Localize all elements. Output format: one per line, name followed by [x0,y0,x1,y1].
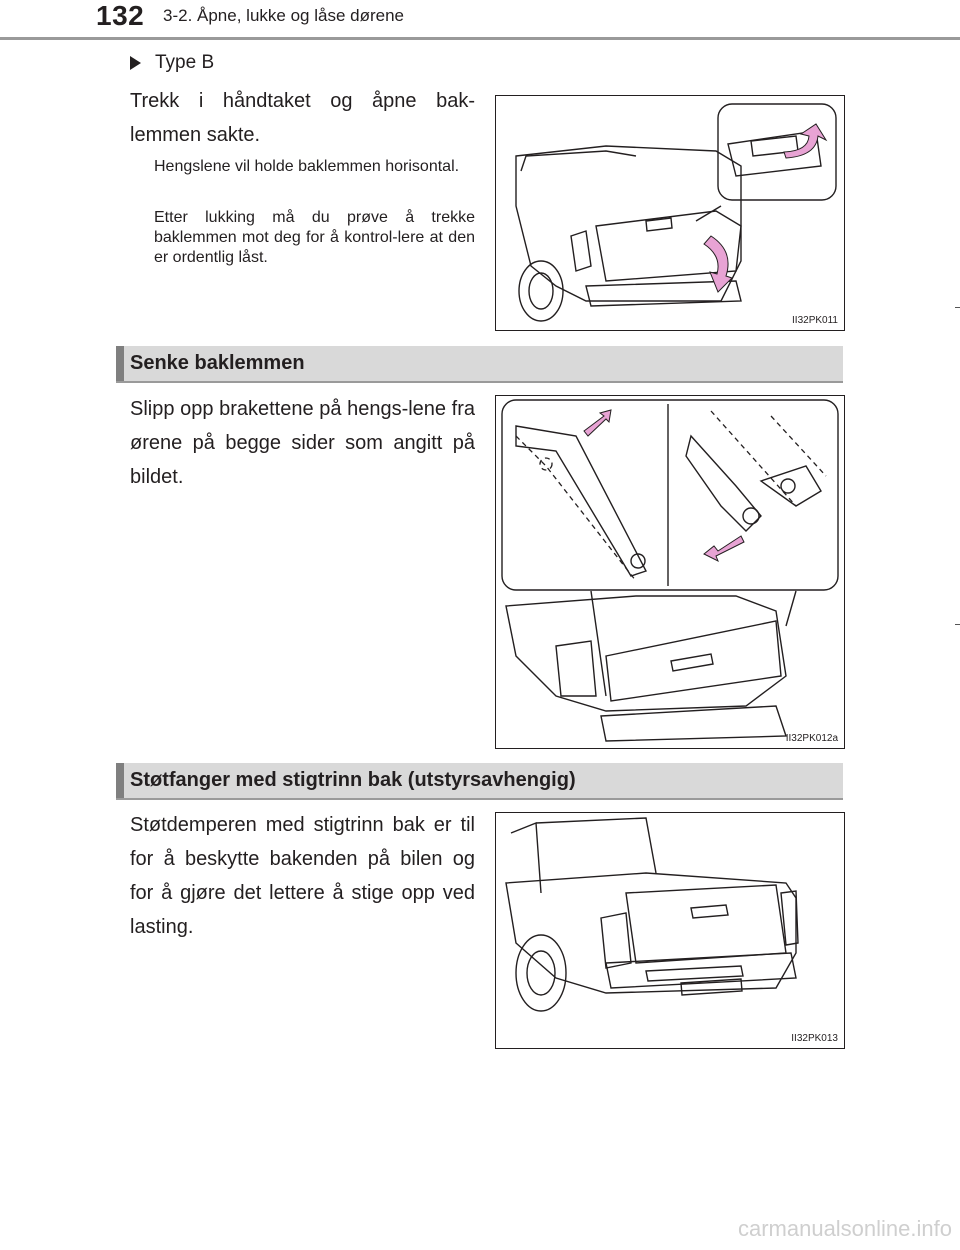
step-bumper-figure: II32PK013 [495,812,845,1049]
figure-code: II32PK012a [785,733,838,744]
hinge-bracket-figure: II32PK012a [495,395,845,749]
section-title: Senke baklemmen [130,352,305,374]
section-header-step-bumper: Støtfanger med stigtrinn bak (utstyrsavh… [116,763,843,800]
watermark: carmanualsonline.info [737,1216,952,1241]
section-title: Støtfanger med stigtrinn bak (utstyrsavh… [130,769,576,791]
margin-tick [955,624,960,625]
type-b-note-1: Hengslene vil holde baklemmen horisontal… [154,158,460,175]
section-header-lower-tailgate: Senke baklemmen [116,346,843,383]
page-number: 132 [96,0,145,31]
step-bumper-description: Støtdemperen med stigtrinn bak er til fo… [130,814,475,938]
triangle-bullet-icon [130,56,141,70]
section-bar [116,763,124,798]
step-bumper-illustration [505,817,799,1012]
type-b-label: Type B [155,52,215,73]
header-rule [0,37,960,40]
section-bar [116,346,124,381]
type-b-note-2: Etter lukking må du prøve å trekke bakle… [154,209,475,266]
type-b-heading: Type B [130,52,214,74]
running-head: 3-2. Åpne, lukke og låse dørene [163,6,404,25]
margin-tick [955,307,960,308]
figure-code: II32PK011 [792,315,838,326]
lower-instruction: Slipp opp brakettene på hengs-lene fra ø… [130,398,475,488]
figure-code: II32PK013 [791,1033,838,1044]
tailgate-open-figure: II32PK011 [495,95,845,331]
tailgate-open-illustration [515,103,837,322]
type-b-instruction: Trekk i håndtaket og åpne bak-lemmen sak… [130,90,475,146]
hinge-bracket-illustration [501,399,839,742]
